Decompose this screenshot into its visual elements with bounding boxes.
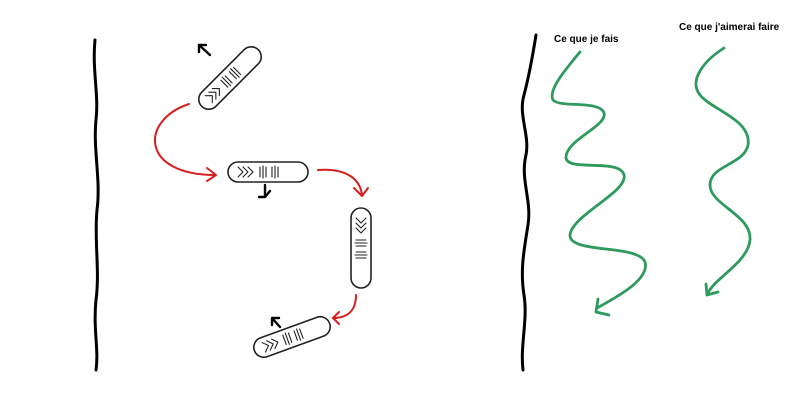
slope-edge-right [520, 33, 538, 372]
direction-arrow-4 [270, 316, 282, 329]
direction-arrow-1 [197, 43, 212, 57]
label-what-i-want: Ce que j'aimerai faire [679, 22, 780, 33]
direction-arrow-2 [257, 183, 272, 199]
right-panel: Ce que je fais Ce que j'aimerai faire [520, 22, 780, 372]
label-what-i-do: Ce que je fais [554, 34, 619, 45]
turn-arrow-2 [317, 168, 363, 196]
snowboard-3 [350, 207, 372, 289]
left-panel [92, 38, 372, 372]
trajectory-desired-head [704, 282, 720, 297]
snowboard-4 [253, 315, 331, 359]
slope-edge-left [92, 38, 100, 372]
turn-arrow-2-head [353, 187, 369, 197]
trajectory-desired [694, 46, 752, 295]
snowboard-2 [227, 161, 309, 183]
turn-arrow-1 [154, 103, 216, 176]
snowboard-1 [197, 45, 263, 111]
turn-arrow-1-head [206, 167, 217, 182]
turn-arrow-3 [332, 294, 357, 319]
trajectory-current-head [594, 297, 611, 317]
turn-arrow-3-head [332, 311, 340, 325]
trajectory-current [550, 50, 647, 310]
